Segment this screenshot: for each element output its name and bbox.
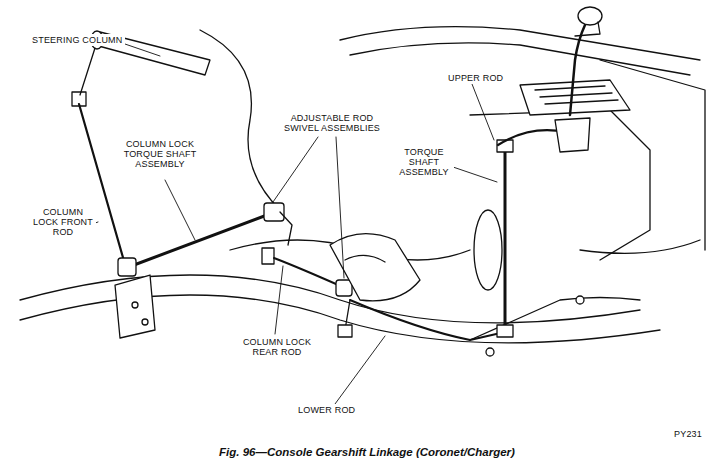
part-label: TORQUE SHAFT ASSEMBLY [394, 146, 454, 178]
leader-line [122, 43, 160, 56]
part-label: COLUMN LOCK FRONT ROD [30, 206, 96, 238]
part-label: STEERING COLUMN [30, 34, 125, 46]
upper-rod [498, 130, 565, 145]
column-lock-torque-shaft [126, 212, 275, 268]
leader-line [165, 180, 195, 240]
sill [580, 240, 700, 253]
crossmember [470, 298, 640, 341]
mount-bracket [115, 275, 155, 338]
leader-line [450, 166, 497, 182]
torque-shaft [504, 145, 507, 335]
part-label: ADJUSTABLE ROD SWIVEL ASSEMBLIES [278, 112, 386, 134]
part-label: LOWER ROD [296, 404, 357, 416]
leader-line [335, 336, 385, 404]
column-bracket [80, 48, 95, 95]
dash-outline [340, 27, 700, 60]
leader-line [472, 84, 494, 140]
part-label: UPPER ROD [446, 72, 505, 84]
part-label: COLUMN LOCK REAR ROD [234, 336, 320, 358]
figure-code: PY231 [672, 428, 704, 440]
windshield-edge [350, 43, 690, 75]
console-gate [520, 80, 630, 115]
part-label: COLUMN LOCK TORQUE SHAFT ASSEMBLY [118, 138, 202, 170]
leader-line [273, 137, 318, 202]
shift-lever [570, 25, 585, 115]
leader-line [275, 266, 283, 334]
figure-caption: Fig. 96—Console Gearshift Linkage (Coron… [216, 445, 518, 459]
console-outline [470, 110, 650, 260]
lower-rod [350, 300, 505, 340]
leader-line [336, 137, 344, 278]
rear-rod [274, 258, 345, 288]
torque-shaft-arm [280, 212, 292, 245]
dash-panel [200, 30, 280, 210]
seal-plate [474, 210, 502, 290]
front-rod [79, 104, 126, 268]
shifter-base [555, 118, 590, 152]
